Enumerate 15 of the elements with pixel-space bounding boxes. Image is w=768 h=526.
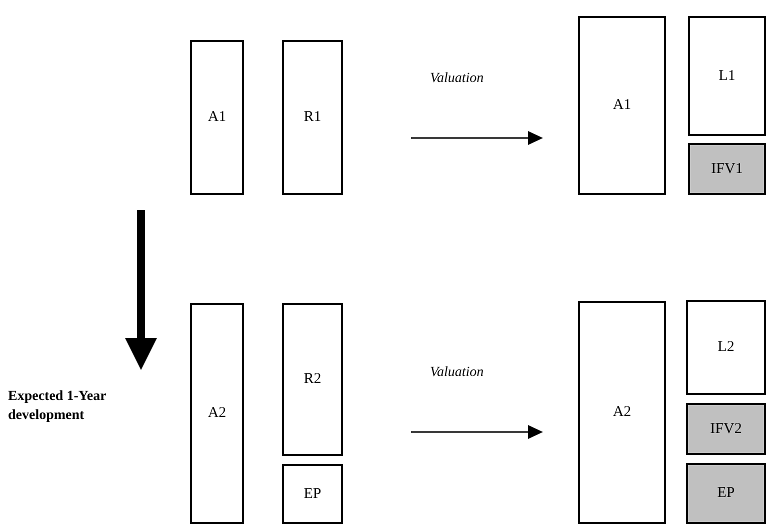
- balance-box: A2: [578, 301, 666, 524]
- balance-box: EP: [686, 463, 766, 524]
- balance-box: EP: [282, 464, 343, 524]
- note-text: Expected 1-Year development: [8, 388, 108, 425]
- balance-box: L2: [686, 300, 766, 395]
- balance-box: IFV1: [688, 143, 766, 195]
- balance-box: A2: [190, 303, 244, 524]
- balance-box: L1: [688, 16, 766, 136]
- arrow-label: Valuation: [430, 366, 484, 380]
- balance-box: A1: [578, 16, 666, 195]
- arrow-label: Valuation: [430, 72, 484, 86]
- balance-box: R1: [282, 40, 343, 195]
- balance-box: R2: [282, 303, 343, 456]
- balance-box: IFV2: [686, 403, 766, 455]
- balance-box: A1: [190, 40, 244, 195]
